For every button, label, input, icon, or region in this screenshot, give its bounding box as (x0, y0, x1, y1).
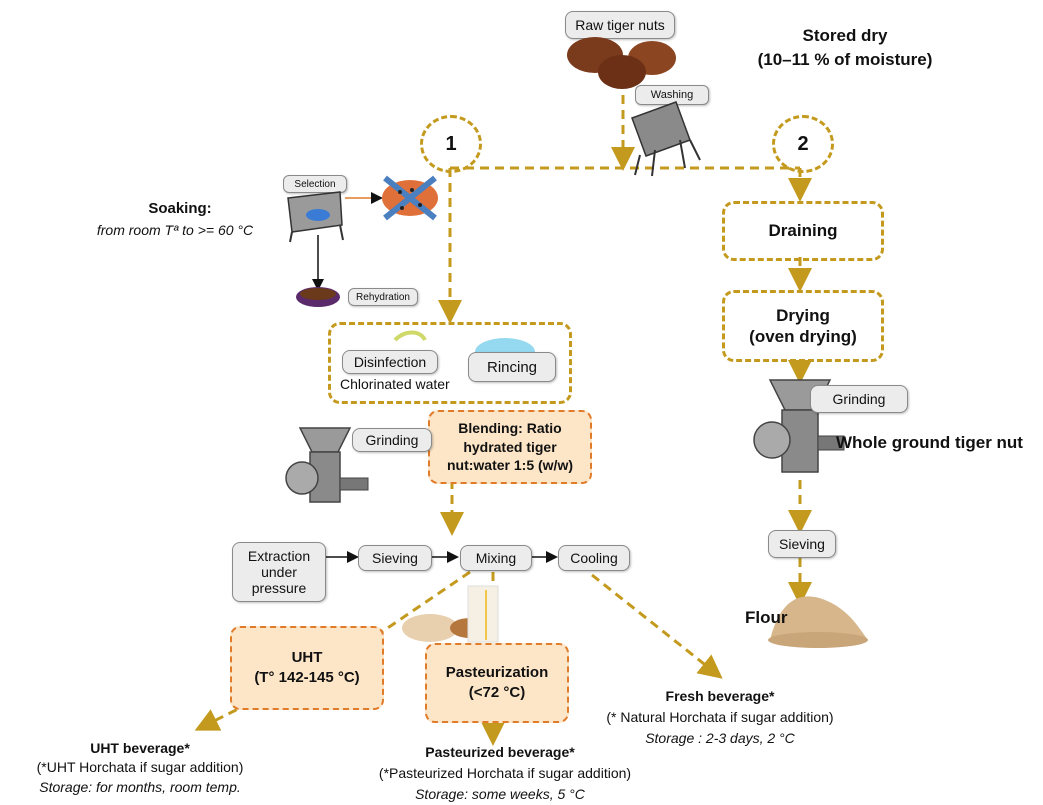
past-beverage-note: (*Pasteurized Horchata if sugar addition… (378, 765, 632, 781)
past-line-2: (<72 °C) (468, 684, 526, 701)
chlorinated-water-text: Chlorinated water (340, 376, 450, 392)
whole-ground-text: Whole ground tiger nut (836, 433, 1023, 452)
cooling-to-fresh-line (591, 573, 723, 679)
extraction-line-2: under (261, 563, 297, 580)
uht-beverage-note: (*UHT Horchata if sugar addition) (36, 759, 244, 775)
extraction-line-3: pressure (251, 580, 307, 597)
drying-box: Drying (oven drying) (722, 290, 884, 362)
pasteurization-box: Pasteurization (<72 °C) (425, 643, 569, 723)
past-line-1: Pasteurization (445, 663, 549, 681)
stored-dry-sub: (10–11 % of moisture) (757, 50, 933, 69)
left-grinding-label: Grinding (352, 428, 432, 452)
drying-line-2: (oven drying) (749, 327, 857, 346)
blending-box: Blending: Ratio hydrated tiger nut:water… (428, 410, 592, 484)
past-beverage-storage: Storage: some weeks, 5 °C (415, 786, 585, 802)
sieving-label: Sieving (358, 545, 432, 571)
mixing-to-uht-line (369, 570, 471, 642)
raw-tiger-nuts-label: Raw tiger nuts (565, 11, 675, 39)
tiger-nut-3 (598, 55, 646, 89)
uht-beverage-title: UHT beverage* (90, 740, 190, 756)
draining-box: Draining (722, 201, 884, 261)
mixing-label: Mixing (460, 545, 532, 571)
washing-label: Washing (635, 85, 709, 105)
uht-line-1: UHT (291, 648, 323, 666)
route-1-circle: 1 (420, 115, 482, 173)
uht-beverage-storage: Storage: for months, room temp. (39, 779, 241, 795)
route-2-circle: 2 (772, 115, 834, 173)
disinfection-rincing-group (328, 322, 572, 404)
rincing-label: Rincing (468, 352, 556, 382)
extraction-label: Extraction under pressure (232, 542, 326, 602)
blending-line-3: nut:water 1:5 (w/w) (446, 457, 573, 474)
stored-dry-title: Stored dry (802, 26, 888, 45)
right-sieving-label: Sieving (768, 530, 836, 558)
flour-text: Flour (745, 608, 788, 627)
extraction-line-1: Extraction (247, 547, 311, 564)
past-beverage-title: Pasteurized beverage* (425, 744, 575, 760)
uht-box: UHT (T° 142-145 °C) (230, 626, 384, 710)
fresh-beverage-title: Fresh beverage* (665, 688, 775, 704)
disinfection-label: Disinfection (342, 350, 438, 374)
drying-line-1: Drying (776, 305, 830, 325)
soaking-sub: from room Tª to >= 60 °C (96, 222, 254, 238)
blending-line-2: hydrated tiger (463, 438, 557, 455)
soaking-title: Soaking: (148, 200, 212, 217)
right-grinding-label: Grinding (810, 385, 908, 413)
rehydration-label: Rehydration (348, 288, 418, 306)
fresh-beverage-storage: Storage : 2-3 days, 2 °C (645, 730, 795, 746)
cooling-label: Cooling (558, 545, 630, 571)
uht-line-2: (T° 142-145 °C) (254, 669, 360, 686)
uht-to-beverage-line (194, 701, 251, 731)
fresh-beverage-note: (* Natural Horchata if sugar addition) (606, 709, 834, 725)
selection-label: Selection (283, 175, 347, 193)
blending-line-1: Blending: Ratio (458, 419, 562, 436)
